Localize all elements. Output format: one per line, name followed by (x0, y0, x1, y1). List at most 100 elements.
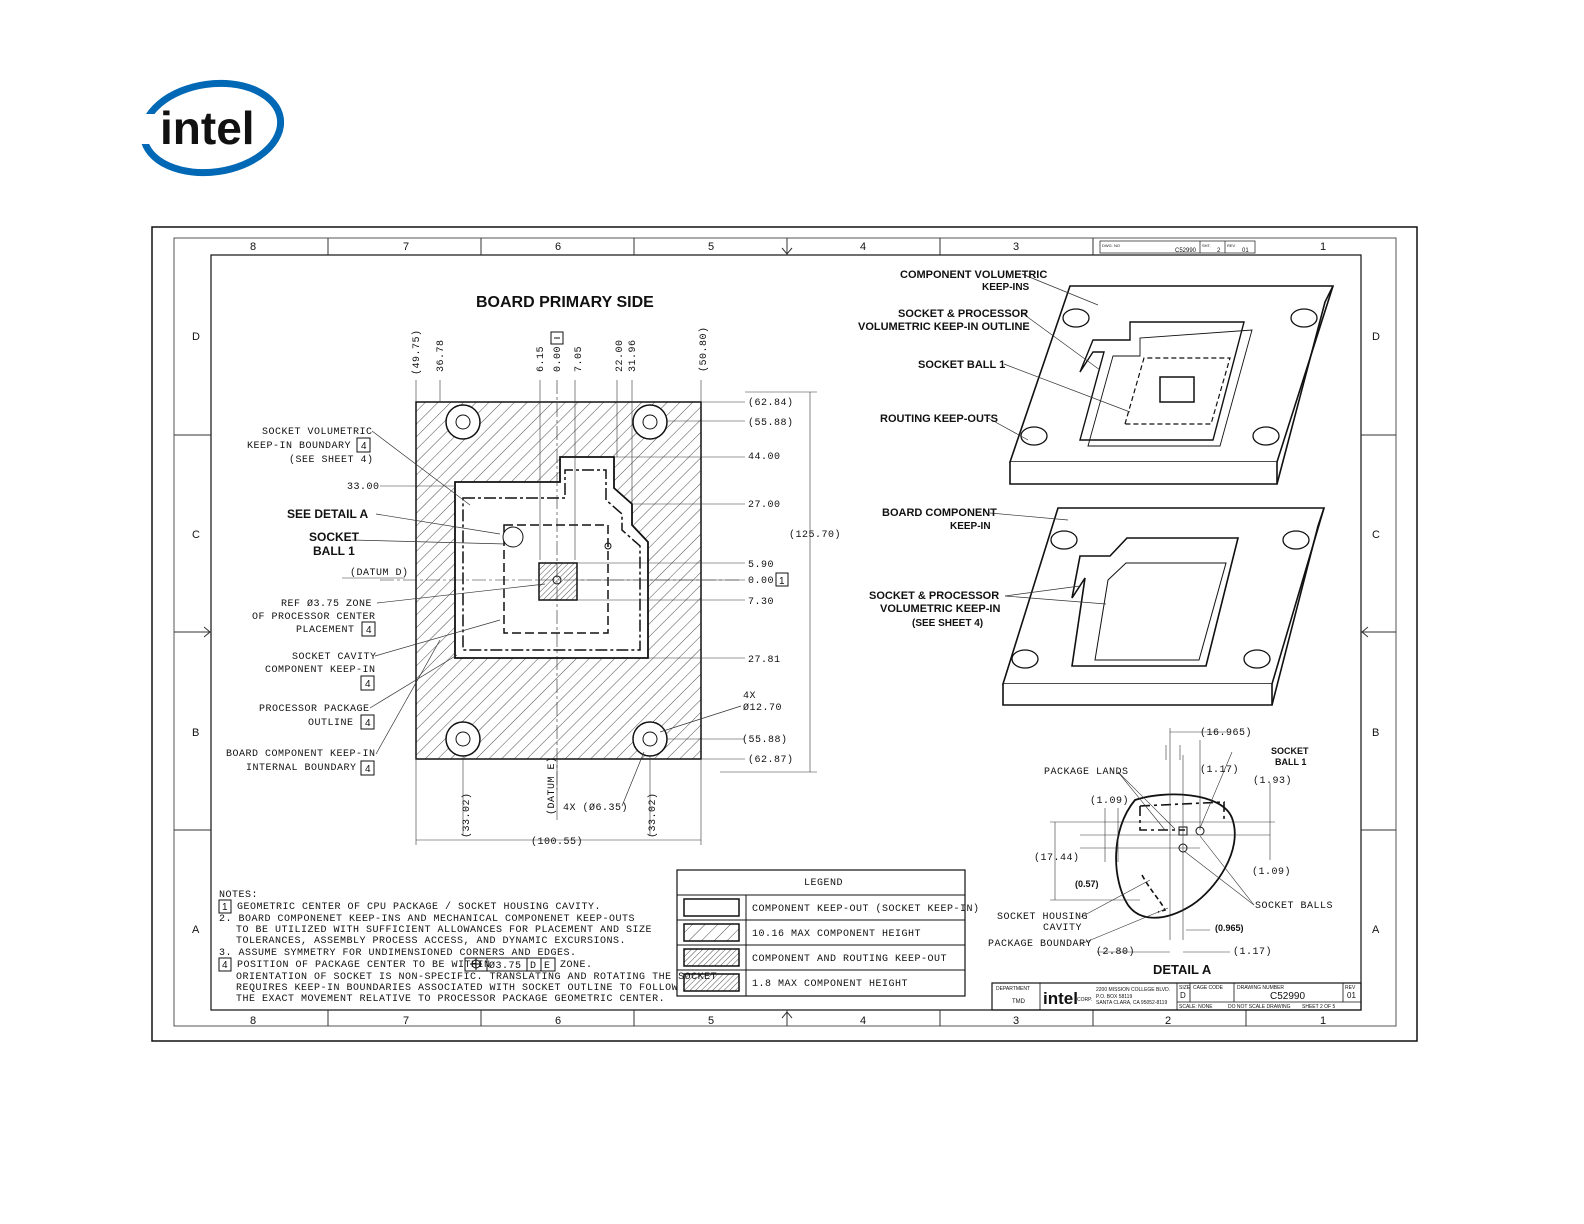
svg-text:(1.09): (1.09) (1252, 866, 1291, 878)
svg-text:C: C (192, 529, 200, 541)
svg-text:10.16 MAX COMPONENT HEIGHT: 10.16 MAX COMPONENT HEIGHT (752, 929, 921, 940)
svg-text:TOLERANCES, ASSEMBLY PROCESS A: TOLERANCES, ASSEMBLY PROCESS ACCESS, AND… (236, 936, 626, 947)
legend: LEGEND COMPONENT KEEP-OUT (SOCKET KEEP-I… (676, 869, 979, 997)
center-mark-top (781, 242, 793, 255)
svg-text:DO NOT SCALE DRAWING: DO NOT SCALE DRAWING (1228, 1004, 1291, 1010)
svg-text:5: 5 (708, 1015, 714, 1027)
svg-text:P.O. BOX 58119: P.O. BOX 58119 (1096, 994, 1132, 1000)
svg-text:1: 1 (779, 576, 785, 587)
svg-text:BALL 1: BALL 1 (313, 544, 355, 558)
svg-text:4: 4 (361, 441, 367, 452)
isometric-view-bottom (989, 507, 1326, 706)
svg-text:3: 3 (1013, 1015, 1019, 1027)
notes-block: NOTES: 1 GEOMETRIC CENTER OF CPU PACKAGE… (218, 890, 717, 1005)
center-mark-left (198, 626, 211, 638)
svg-text:(DATUM E): (DATUM E) (546, 756, 558, 815)
svg-text:intel: intel (1043, 989, 1078, 1008)
svg-text:A: A (192, 924, 200, 936)
svg-text:KEEP-IN: KEEP-IN (950, 521, 991, 532)
svg-text:B: B (1372, 727, 1379, 739)
svg-text:3. ASSUME SYMMETRY FOR UNDIMEN: 3. ASSUME SYMMETRY FOR UNDIMENSIONED COR… (219, 948, 577, 959)
svg-text:SOCKET CAVITY: SOCKET CAVITY (292, 652, 377, 663)
svg-text:E: E (544, 961, 551, 972)
svg-text:01: 01 (1347, 991, 1356, 1000)
center-mark-right (1361, 626, 1376, 638)
svg-text:TO BE UTILIZED WITH SUFFICIENT: TO BE UTILIZED WITH SUFFICIENT ALLOWANCE… (236, 925, 652, 936)
center-mark-bottom (781, 1011, 793, 1024)
svg-text:(62.87): (62.87) (748, 754, 794, 766)
svg-text:BOARD COMPONENT KEEP-IN: BOARD COMPONENT KEEP-IN (226, 749, 376, 760)
datum-flag-1 (550, 331, 564, 345)
svg-text:CAGE CODE: CAGE CODE (1193, 985, 1224, 991)
svg-text:SOCKET: SOCKET (1271, 746, 1309, 756)
svg-text:(49.75): (49.75) (411, 329, 423, 375)
svg-text:(DATUM D): (DATUM D) (350, 567, 409, 579)
svg-text:KEEP-IN BOUNDARY: KEEP-IN BOUNDARY (247, 441, 351, 452)
svg-text:A: A (1372, 924, 1380, 936)
left-dimensions: 33.00 (DATUM D) (342, 482, 455, 579)
svg-text:B: B (192, 727, 199, 739)
svg-text:COMPONENT VOLUMETRIC: COMPONENT VOLUMETRIC (900, 269, 1047, 281)
svg-text:7: 7 (403, 1015, 409, 1027)
svg-text:INTERNAL BOUNDARY: INTERNAL BOUNDARY (246, 763, 357, 774)
svg-text:0.00: 0.00 (748, 576, 774, 587)
board-outline (380, 380, 740, 790)
svg-text:BOARD COMPONENT: BOARD COMPONENT (882, 507, 997, 519)
svg-text:(0.965): (0.965) (1215, 923, 1244, 933)
svg-text:ROUTING KEEP-OUTS: ROUTING KEEP-OUTS (880, 413, 998, 425)
svg-text:SANTA CLARA, CA 95052-8119: SANTA CLARA, CA 95052-8119 (1096, 1000, 1167, 1006)
svg-text:KEEP-INS: KEEP-INS (982, 282, 1030, 293)
svg-text:REV: REV (1227, 243, 1236, 248)
svg-text:PROCESSOR PACKAGE: PROCESSOR PACKAGE (259, 704, 370, 715)
svg-text:33.00: 33.00 (347, 482, 380, 493)
right-dimensions: (62.84) (55.88) 44.00 27.00 5.90 0.00 7.… (742, 397, 841, 766)
svg-text:POSITION OF PACKAGE CENTER TO: POSITION OF PACKAGE CENTER TO BE WITHIN (237, 960, 491, 971)
svg-text:Ø3.75: Ø3.75 (489, 960, 522, 972)
svg-text:6.15: 6.15 (536, 346, 547, 372)
svg-text:(16.965): (16.965) (1200, 727, 1252, 739)
svg-text:3: 3 (1013, 241, 1019, 253)
title-block: DEPARTMENT TMD intel CORP. 2200 MISSION … (991, 982, 1362, 1011)
svg-text:intel: intel (160, 102, 255, 154)
svg-text:D: D (1372, 331, 1380, 343)
svg-text:(SEE SHEET 4): (SEE SHEET 4) (912, 618, 983, 629)
svg-text:(100.55): (100.55) (531, 836, 583, 848)
svg-text:REF Ø3.75 ZONE: REF Ø3.75 ZONE (281, 598, 372, 610)
outer-frame (151, 226, 1418, 1042)
svg-text:7.05: 7.05 (574, 346, 585, 372)
svg-text:4: 4 (222, 960, 228, 971)
svg-text:D: D (192, 331, 200, 343)
svg-text:SCALE: NONE: SCALE: NONE (1179, 1004, 1213, 1010)
svg-text:PACKAGE LANDS: PACKAGE LANDS (1044, 767, 1129, 778)
isometric-bottom-labels: BOARD COMPONENT KEEP-IN SOCKET & PROCESS… (869, 507, 1000, 629)
view-title: BOARD PRIMARY SIDE (476, 294, 654, 311)
svg-text:VOLUMETRIC KEEP-IN OUTLINE: VOLUMETRIC KEEP-IN OUTLINE (858, 321, 1030, 333)
svg-text:8: 8 (250, 241, 256, 253)
svg-text:(55.88): (55.88) (742, 734, 788, 746)
svg-text:6: 6 (555, 1015, 561, 1027)
legend-swatch-keepout (683, 898, 740, 917)
svg-text:OF PROCESSOR CENTER: OF PROCESSOR CENTER (252, 612, 376, 623)
legend-swatch-routing (683, 948, 740, 967)
svg-text:SOCKET BALL 1: SOCKET BALL 1 (918, 359, 1005, 371)
svg-text:NOTES:: NOTES: (219, 890, 258, 901)
svg-text:ORIENTATION OF SOCKET IS NON-S: ORIENTATION OF SOCKET IS NON-SPECIFIC. T… (236, 972, 717, 983)
svg-text:SOCKET & PROCESSOR: SOCKET & PROCESSOR (898, 308, 1028, 320)
svg-text:27.81: 27.81 (748, 655, 781, 666)
svg-text:REV: REV (1345, 985, 1356, 991)
svg-text:DEPARTMENT: DEPARTMENT (996, 986, 1030, 992)
svg-text:THE EXACT MOVEMENT RELATIVE TO: THE EXACT MOVEMENT RELATIVE TO PROCESSOR… (236, 994, 665, 1005)
svg-text:PLACEMENT: PLACEMENT (296, 625, 355, 636)
svg-text:CORP.: CORP. (1077, 997, 1092, 1003)
svg-text:4X (Ø6.35): 4X (Ø6.35) (563, 802, 628, 814)
svg-text:SHEET 2 OF 5: SHEET 2 OF 5 (1302, 1004, 1335, 1010)
svg-text:C52990: C52990 (1270, 991, 1305, 1002)
svg-text:OUTLINE: OUTLINE (308, 718, 354, 729)
svg-text:SIZE: SIZE (1179, 985, 1191, 991)
svg-text:0.00: 0.00 (553, 346, 564, 372)
svg-text:CAVITY: CAVITY (1043, 923, 1082, 934)
svg-text:C: C (1372, 529, 1380, 541)
svg-text:5: 5 (708, 241, 714, 253)
svg-text:1: 1 (1320, 1015, 1326, 1027)
